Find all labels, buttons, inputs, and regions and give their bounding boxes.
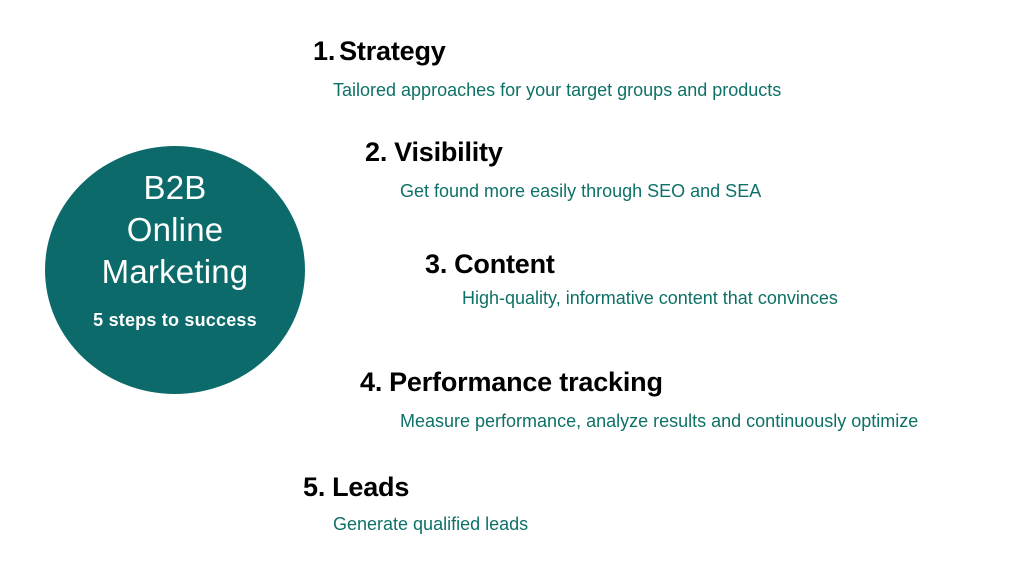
step-leads: 5.Leads Generate qualified leads: [303, 472, 529, 535]
step-performance-tracking-heading: 4.Performance tracking: [360, 367, 918, 398]
step-strategy: 1.Strategy Tailored approaches for your …: [313, 36, 782, 101]
step-leads-title: Leads: [332, 472, 410, 502]
badge-title-line-3: Marketing: [101, 253, 249, 291]
step-strategy-description: Tailored approaches for your target grou…: [333, 79, 782, 100]
badge-subtitle: 5 steps to success: [93, 309, 257, 330]
step-performance-tracking: 4.Performance tracking Measure performan…: [360, 367, 919, 432]
step-leads-description: Generate qualified leads: [333, 513, 529, 534]
step-performance-tracking-description: Measure performance, analyze results and…: [400, 410, 919, 431]
step-content-description: High-quality, informative content that c…: [462, 287, 838, 308]
badge-title-line-2: Online: [126, 211, 224, 249]
step-content-heading: 3.Content: [425, 249, 838, 280]
badge-title-line-1: B2B: [143, 169, 207, 206]
step-performance-tracking-title: Performance tracking: [389, 367, 663, 397]
step-visibility-description: Get found more easily through SEO and SE…: [400, 180, 762, 201]
step-content-title: Content: [454, 249, 555, 279]
step-leads-heading: 5.Leads: [303, 472, 528, 503]
step-strategy-title: Strategy: [339, 36, 446, 66]
step-visibility: 2.Visibility Get found more easily throu…: [365, 137, 762, 202]
step-performance-tracking-number: 4.: [360, 367, 383, 397]
b2b-badge: B2B Online Marketing 5 steps to success: [45, 146, 305, 394]
step-content: 3.Content High-quality, informative cont…: [425, 249, 838, 309]
step-visibility-heading: 2.Visibility: [365, 137, 761, 168]
step-visibility-title: Visibility: [394, 137, 503, 167]
badge-title: B2B Online Marketing: [45, 167, 305, 294]
step-strategy-number: 1.: [313, 36, 336, 66]
step-strategy-heading: 1.Strategy: [313, 36, 781, 67]
step-content-number: 3.: [425, 249, 448, 279]
step-visibility-number: 2.: [365, 137, 388, 167]
step-leads-number: 5.: [303, 472, 326, 502]
